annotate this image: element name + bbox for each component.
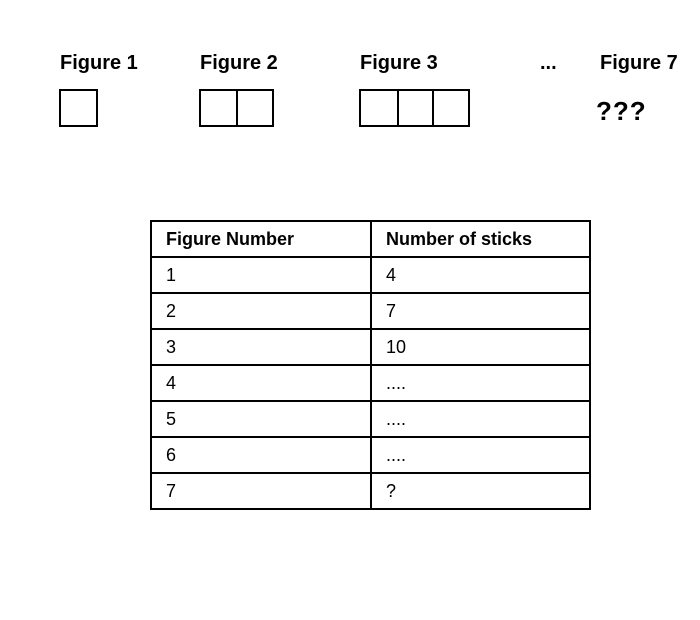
table-row: 3 10: [150, 328, 591, 366]
figure-number-cell: 7: [150, 472, 372, 510]
square: [432, 91, 468, 125]
table-row: 1 4: [150, 256, 591, 294]
square: [361, 91, 397, 125]
figure-number-cell: 1: [150, 256, 372, 294]
figure-7-unknown: ???: [596, 96, 647, 126]
table-row: 2 7: [150, 292, 591, 330]
header-number-of-sticks: Number of sticks: [370, 220, 591, 258]
figure-7-label: Figure 7: [600, 52, 678, 74]
sequence-ellipsis: ...: [540, 52, 557, 74]
square: [61, 91, 96, 125]
figure-number-cell: 4: [150, 364, 372, 402]
header-figure-number: Figure Number: [150, 220, 372, 258]
table-row: 7 ?: [150, 472, 591, 510]
sticks-count-cell: ....: [370, 436, 591, 474]
figure-3-squares: [359, 89, 470, 127]
table-row: 5 ....: [150, 400, 591, 438]
square: [201, 91, 236, 125]
sticks-count-cell: 4: [370, 256, 591, 294]
table-row: 4 ....: [150, 364, 591, 402]
figure-number-cell: 2: [150, 292, 372, 330]
sticks-count-cell: ....: [370, 364, 591, 402]
table-header-row: Figure Number Number of sticks: [150, 220, 591, 258]
square: [396, 91, 433, 125]
sticks-count-cell: ....: [370, 400, 591, 438]
sticks-count-cell: ?: [370, 472, 591, 510]
square: [236, 91, 272, 125]
sticks-table: Figure Number Number of sticks 1 4 2 7 3…: [150, 220, 591, 510]
figure-number-cell: 3: [150, 328, 372, 366]
figure-1-squares: [59, 89, 98, 127]
figure-number-cell: 6: [150, 436, 372, 474]
figure-number-cell: 5: [150, 400, 372, 438]
figure-2-label: Figure 2: [200, 52, 278, 74]
sticks-count-cell: 7: [370, 292, 591, 330]
figure-1-label: Figure 1: [60, 52, 138, 74]
table-row: 6 ....: [150, 436, 591, 474]
figure-2-squares: [199, 89, 274, 127]
sticks-count-cell: 10: [370, 328, 591, 366]
figure-3-label: Figure 3: [360, 52, 438, 74]
